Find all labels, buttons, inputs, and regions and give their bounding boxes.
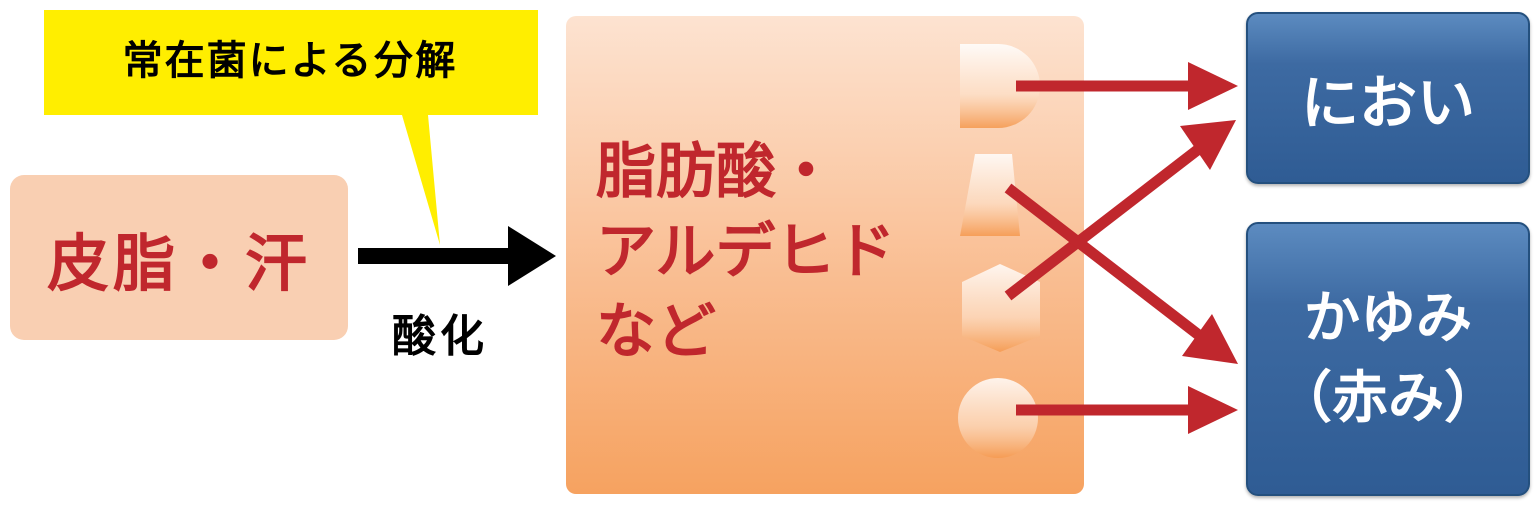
arrowhead-odor-top xyxy=(1188,62,1238,110)
outcome-odor-box: におい xyxy=(1246,12,1530,184)
oxidation-label: 酸化 xyxy=(392,311,488,362)
source-label: 皮脂・汗 xyxy=(46,226,311,300)
molecule-shapes xyxy=(958,44,1040,458)
outcome-odor-label: におい xyxy=(1300,69,1475,137)
arrowhead-itch-bottom xyxy=(1188,386,1238,434)
arrowhead-odor-diag xyxy=(1180,120,1236,170)
outcome-itch-label: かゆみ （赤み） xyxy=(1276,286,1500,431)
shape-trapezoid xyxy=(960,154,1020,236)
arrow-line-itch-diag xyxy=(1004,183,1204,341)
outcome-itch-box: かゆみ （赤み） xyxy=(1246,222,1530,496)
callout-label: 常在菌による分解 xyxy=(122,38,458,84)
shape-half-circle xyxy=(960,44,1040,128)
product-label: 脂肪酸・ アルデヒド など xyxy=(596,137,896,367)
arrowhead-itch-diag xyxy=(1182,314,1238,364)
arrow-line-odor-diag xyxy=(1004,143,1204,301)
source-box: 皮脂・汗 xyxy=(10,175,348,340)
callout-bubble xyxy=(44,10,538,245)
shape-circle xyxy=(958,378,1038,458)
